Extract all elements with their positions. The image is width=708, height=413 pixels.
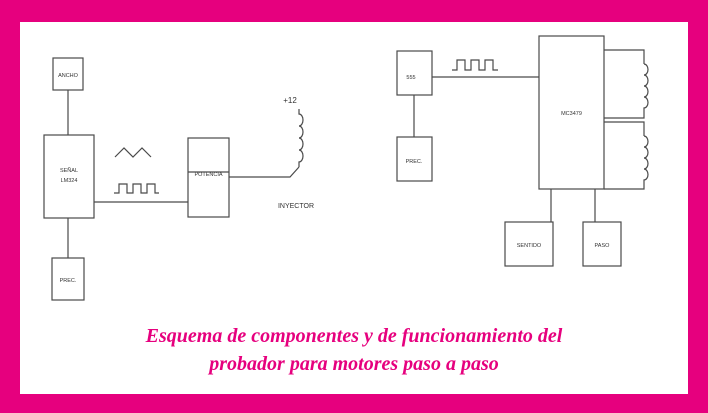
senal-label-line1: SEÑAL	[60, 167, 78, 174]
coil2-wire-top	[604, 121, 645, 136]
paso-label: PASO	[595, 243, 611, 249]
diagram-frame: ANCHO SEÑAL LM324 PREC. POTENCIA	[20, 22, 688, 394]
caption-line-1: Esquema de componentes y de funcionamien…	[145, 325, 563, 347]
right-circuit: 555 PREC. MC3479	[396, 35, 649, 267]
timer-555-block	[396, 50, 433, 96]
prec-label-left: PREC.	[60, 278, 77, 284]
senal-label-line2: LM324	[61, 178, 78, 184]
left-circuit: ANCHO SEÑAL LM324 PREC. POTENCIA	[43, 57, 314, 301]
square-wave-right	[452, 59, 498, 71]
coil2-wire-bottom	[604, 186, 645, 190]
prec-block-left	[51, 257, 85, 301]
coil1-wire-top	[604, 49, 645, 64]
sentido-block	[504, 221, 554, 267]
wire-potencia-injector	[229, 166, 300, 178]
potencia-label: POTENCIA	[194, 172, 222, 178]
square-wave-left	[114, 183, 159, 194]
sentido-label: SENTIDO	[517, 243, 542, 249]
timer-555-label: 555	[406, 75, 415, 81]
ancho-label: ANCHO	[58, 73, 79, 79]
triangle-wave	[114, 147, 152, 158]
schematic-diagram: ANCHO SEÑAL LM324 PREC. POTENCIA	[43, 35, 649, 301]
paso-block	[582, 221, 622, 267]
injector-label: INYECTOR	[278, 203, 314, 210]
supply-label: +12	[283, 96, 297, 105]
injector-coil	[298, 109, 304, 167]
coil1-wire-bottom	[604, 114, 645, 119]
mc3479-label: MC3479	[561, 111, 582, 117]
diagram-caption: Esquema de componentes y de funcionamien…	[20, 322, 688, 378]
prec-label-right: PREC.	[406, 159, 423, 165]
potencia-block	[187, 137, 230, 218]
stepper-coil-1	[643, 63, 649, 114]
stepper-coil-2	[643, 135, 649, 186]
mc3479-block	[538, 35, 605, 190]
caption-line-2: probador para motores paso a paso	[209, 353, 499, 375]
senal-block	[43, 134, 95, 219]
prec-block-right	[396, 136, 433, 182]
